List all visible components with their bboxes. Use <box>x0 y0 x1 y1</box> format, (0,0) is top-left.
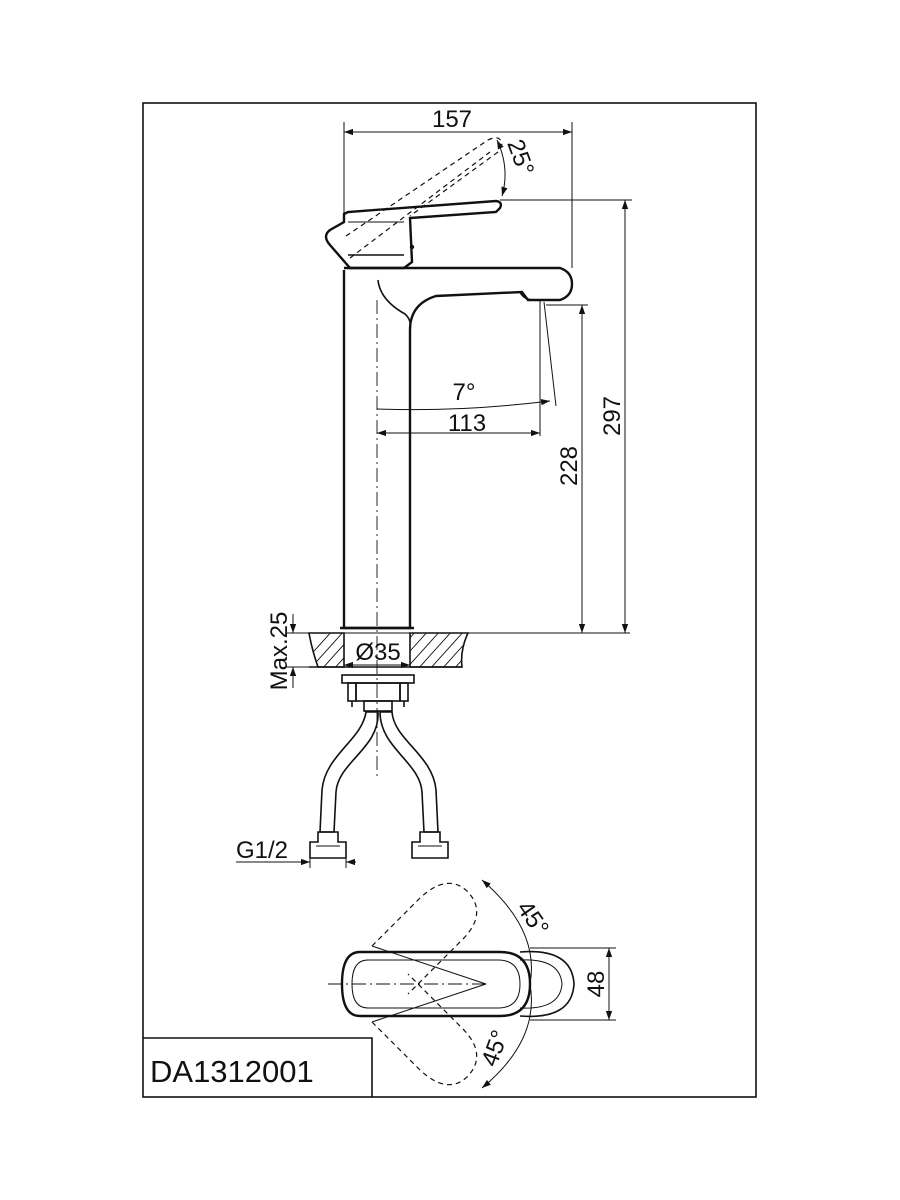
drawing-frame <box>142 102 757 1098</box>
dim-spout-reach: 113 <box>448 410 486 437</box>
dim-spout-tilt: 7° <box>453 379 476 406</box>
top-body-outline <box>519 950 575 1018</box>
handle-lifted-outline <box>345 137 503 259</box>
dim-max-deck-thickness: Max.25 <box>266 612 293 691</box>
handle-lever <box>324 199 503 270</box>
model-code: DA1312001 <box>150 1054 314 1089</box>
top-handle-rotated-left <box>371 882 478 995</box>
hose-right <box>379 711 439 833</box>
faucet-top-view <box>328 882 575 1086</box>
dim-mount-diameter: Ø35 <box>355 639 400 666</box>
dimensions-side: 157 25° 297 228 7° 113 Max.25 Ø35 <box>236 106 632 868</box>
dim-rotation-left: 45° <box>511 896 554 941</box>
dim-overall-height: 297 <box>599 396 626 436</box>
dim-rotation-right: 45° <box>476 1027 514 1070</box>
dim-spout-height: 228 <box>556 446 583 486</box>
dim-thread: G1/2 <box>236 837 288 864</box>
top-handle <box>340 950 532 1018</box>
deck-section <box>300 632 630 668</box>
handle-indicator-dot <box>409 244 415 250</box>
mounting-hardware <box>341 674 415 712</box>
faucet-body <box>342 266 574 630</box>
faucet-side-view <box>300 137 630 859</box>
dim-handle-angle: 25° <box>501 136 539 179</box>
dim-overall-width: 157 <box>432 106 472 133</box>
hose-left <box>319 711 379 833</box>
top-handle-rotated-right <box>371 973 478 1086</box>
spout-curve <box>377 279 412 331</box>
title-block: DA1312001 <box>143 1037 373 1097</box>
dim-body-diameter: 48 <box>583 971 610 998</box>
supply-hoses <box>309 711 449 859</box>
spout-outlet <box>519 291 546 301</box>
dimensions-top: 45° 45° 48 <box>476 879 616 1089</box>
